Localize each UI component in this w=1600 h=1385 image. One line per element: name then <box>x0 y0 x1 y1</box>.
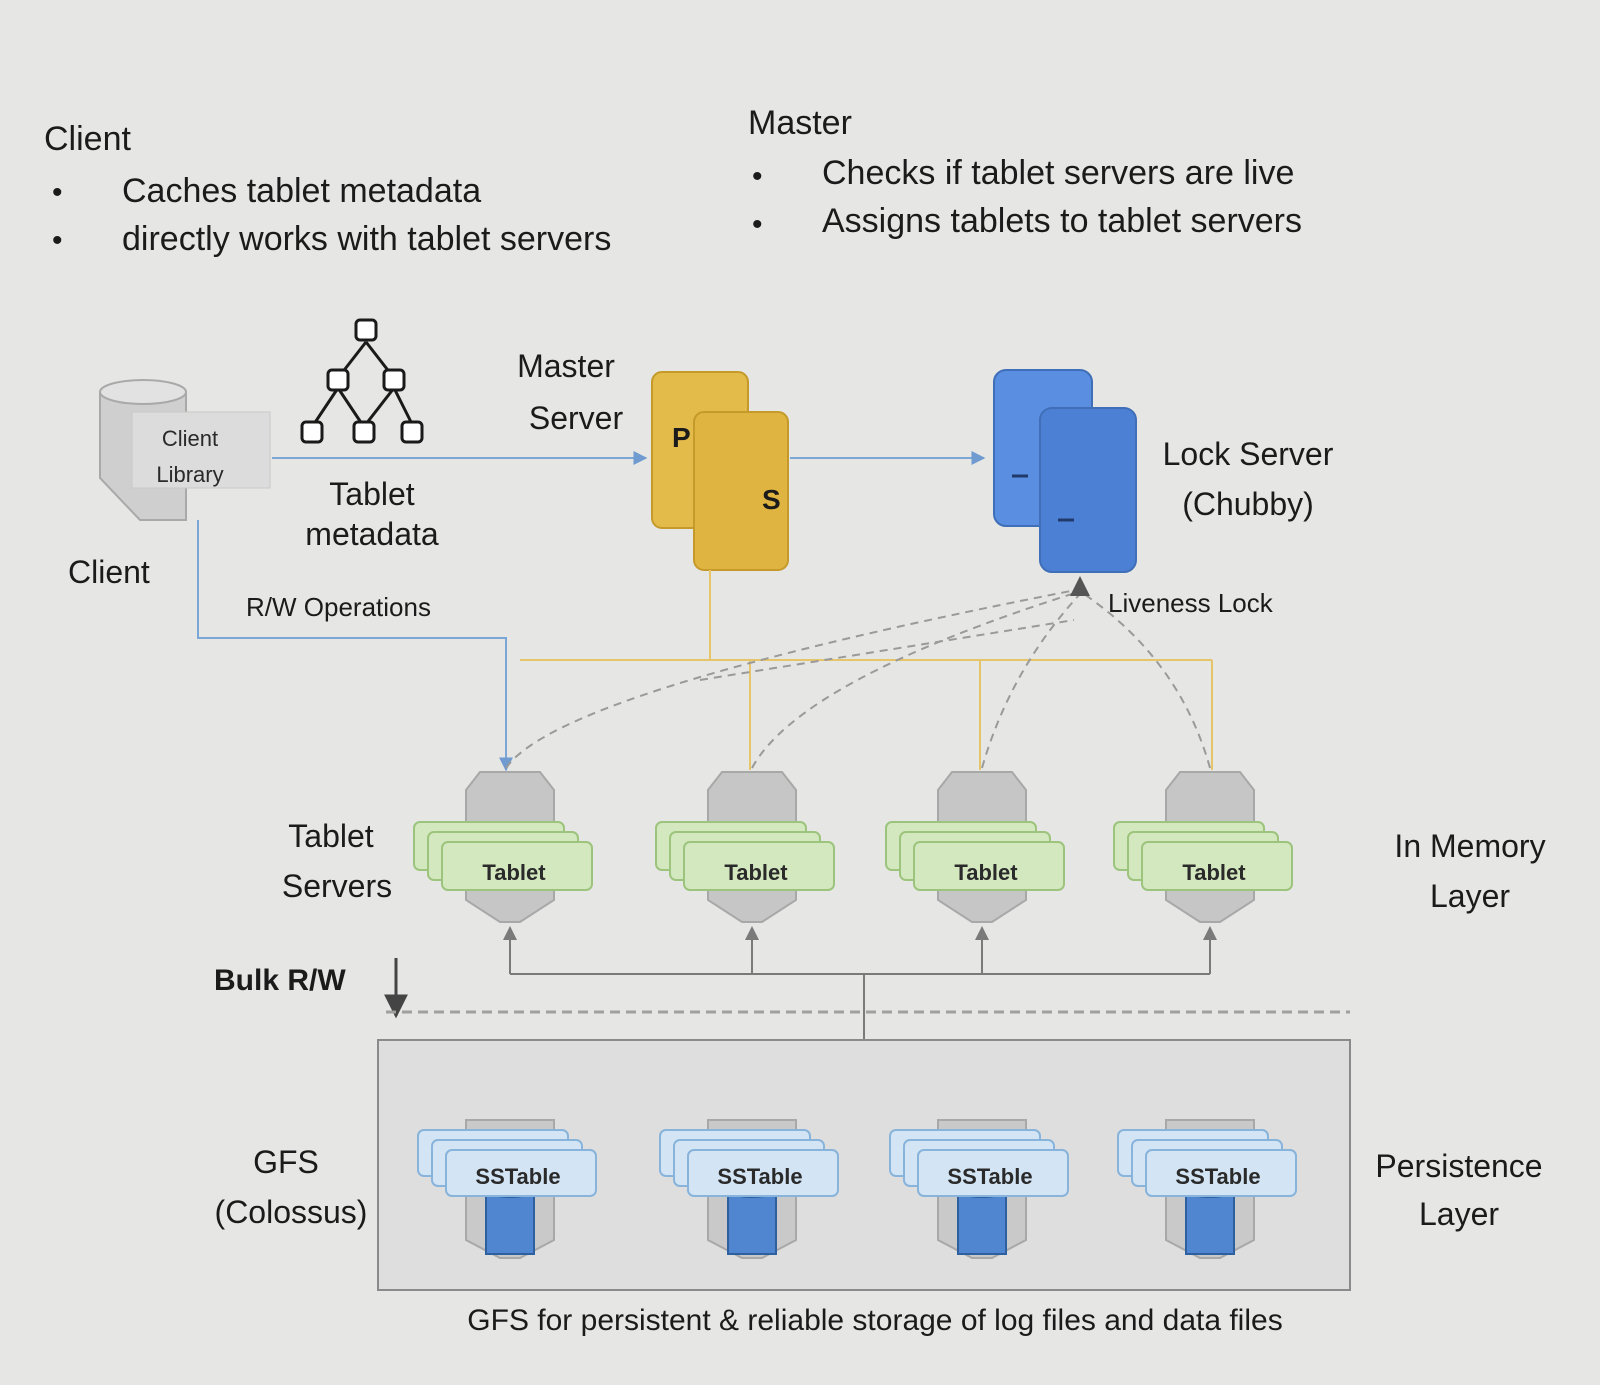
rw-operations-label: R/W Operations <box>246 592 431 622</box>
tablet-servers-label-2: Servers <box>281 868 393 904</box>
up-arrow-icons <box>503 926 1217 940</box>
tablet-card <box>683 841 835 891</box>
disk-icon <box>957 1189 1007 1255</box>
bullet-icon: • <box>752 160 763 193</box>
client-library-label-2: Library <box>156 462 224 487</box>
sstable-label: SSTable <box>1175 1164 1261 1189</box>
tablet-card <box>1141 841 1293 891</box>
in-memory-layer-label-2: Layer <box>1429 878 1511 914</box>
disk-icon <box>485 1189 535 1255</box>
master-note-2: Assigns tablets to tablet servers <box>822 202 1303 240</box>
sstable-card <box>1145 1149 1297 1197</box>
sstable-stack-icon <box>659 1119 839 1259</box>
tablet-label: Tablet <box>482 860 546 885</box>
sstable-card <box>445 1149 597 1197</box>
persistence-layer-label-1: Persistence <box>1375 1148 1543 1184</box>
tablet-servers-group <box>413 771 1293 923</box>
tablet-label: Tablet <box>1182 860 1246 885</box>
master-server-icon <box>651 371 789 571</box>
tablet-server-icon <box>885 771 1065 923</box>
lock-server-label-1: Lock Server <box>1162 436 1334 472</box>
in-memory-layer-label-1: In Memory <box>1394 828 1546 864</box>
liveness-lock-dashed-lines <box>505 589 1211 769</box>
lock-server-label-2: (Chubby) <box>1182 486 1314 522</box>
tablet-server-icon <box>655 771 835 923</box>
sstable-stack-icon <box>1117 1119 1297 1259</box>
master-primary-label: P <box>672 422 691 453</box>
lock-server-icon <box>993 369 1137 573</box>
tablet-server-icon <box>413 771 593 923</box>
tablet-card <box>913 841 1065 891</box>
client-notes-title: Client <box>44 120 131 158</box>
sstable-label: SSTable <box>947 1164 1033 1189</box>
bulk-rw-label: Bulk R/W <box>214 964 346 997</box>
sstable-label: SSTable <box>717 1164 803 1189</box>
master-server-label-1: Master <box>517 348 615 384</box>
client-note-2: directly works with tablet servers <box>122 220 612 258</box>
disk-icon <box>1185 1189 1235 1255</box>
master-note-1: Checks if tablet servers are live <box>822 154 1295 192</box>
sstable-stack-icon <box>889 1119 1069 1259</box>
client-library-label-1: Client <box>161 426 219 451</box>
sstable-stack-icon <box>417 1119 597 1259</box>
sstable-card <box>917 1149 1069 1197</box>
master-notes-title: Master <box>748 104 852 142</box>
client-note-1: Caches tablet metadata <box>122 172 482 210</box>
client-library-icon <box>99 379 271 521</box>
tablet-server-icon <box>1113 771 1293 923</box>
sstable-card <box>687 1149 839 1197</box>
client-label: Client <box>68 554 150 590</box>
tablet-servers-label-1: Tablet <box>288 818 374 854</box>
tablet-label: Tablet <box>954 860 1018 885</box>
disk-icon <box>727 1189 777 1255</box>
tablet-metadata-label-2: metadata <box>305 516 439 552</box>
liveness-lock-label: Liveness Lock <box>1108 588 1273 618</box>
bullet-icon: • <box>52 176 63 209</box>
master-server-label-2: Server <box>528 400 624 436</box>
rw-operations-line <box>197 520 513 772</box>
liveness-lock-arrow-icon <box>1070 576 1090 596</box>
tablet-metadata-tree-icon <box>300 318 424 444</box>
gfs-label-2: (Colossus) <box>214 1194 368 1230</box>
master-assign-lines <box>520 570 1213 770</box>
tablet-metadata-label-1: Tablet <box>329 476 415 512</box>
gfs-label-1: GFS <box>253 1144 319 1180</box>
persistence-layer-label-2: Layer <box>1418 1196 1500 1232</box>
tablet-label: Tablet <box>724 860 788 885</box>
sstable-label: SSTable <box>475 1164 561 1189</box>
bullet-icon: • <box>752 208 763 241</box>
master-secondary-label: S <box>762 484 781 515</box>
gfs-caption: GFS for persistent & reliable storage of… <box>467 1304 1283 1337</box>
bullet-icon: • <box>52 224 63 257</box>
sstables-group <box>417 1119 1297 1259</box>
tablet-card <box>441 841 593 891</box>
